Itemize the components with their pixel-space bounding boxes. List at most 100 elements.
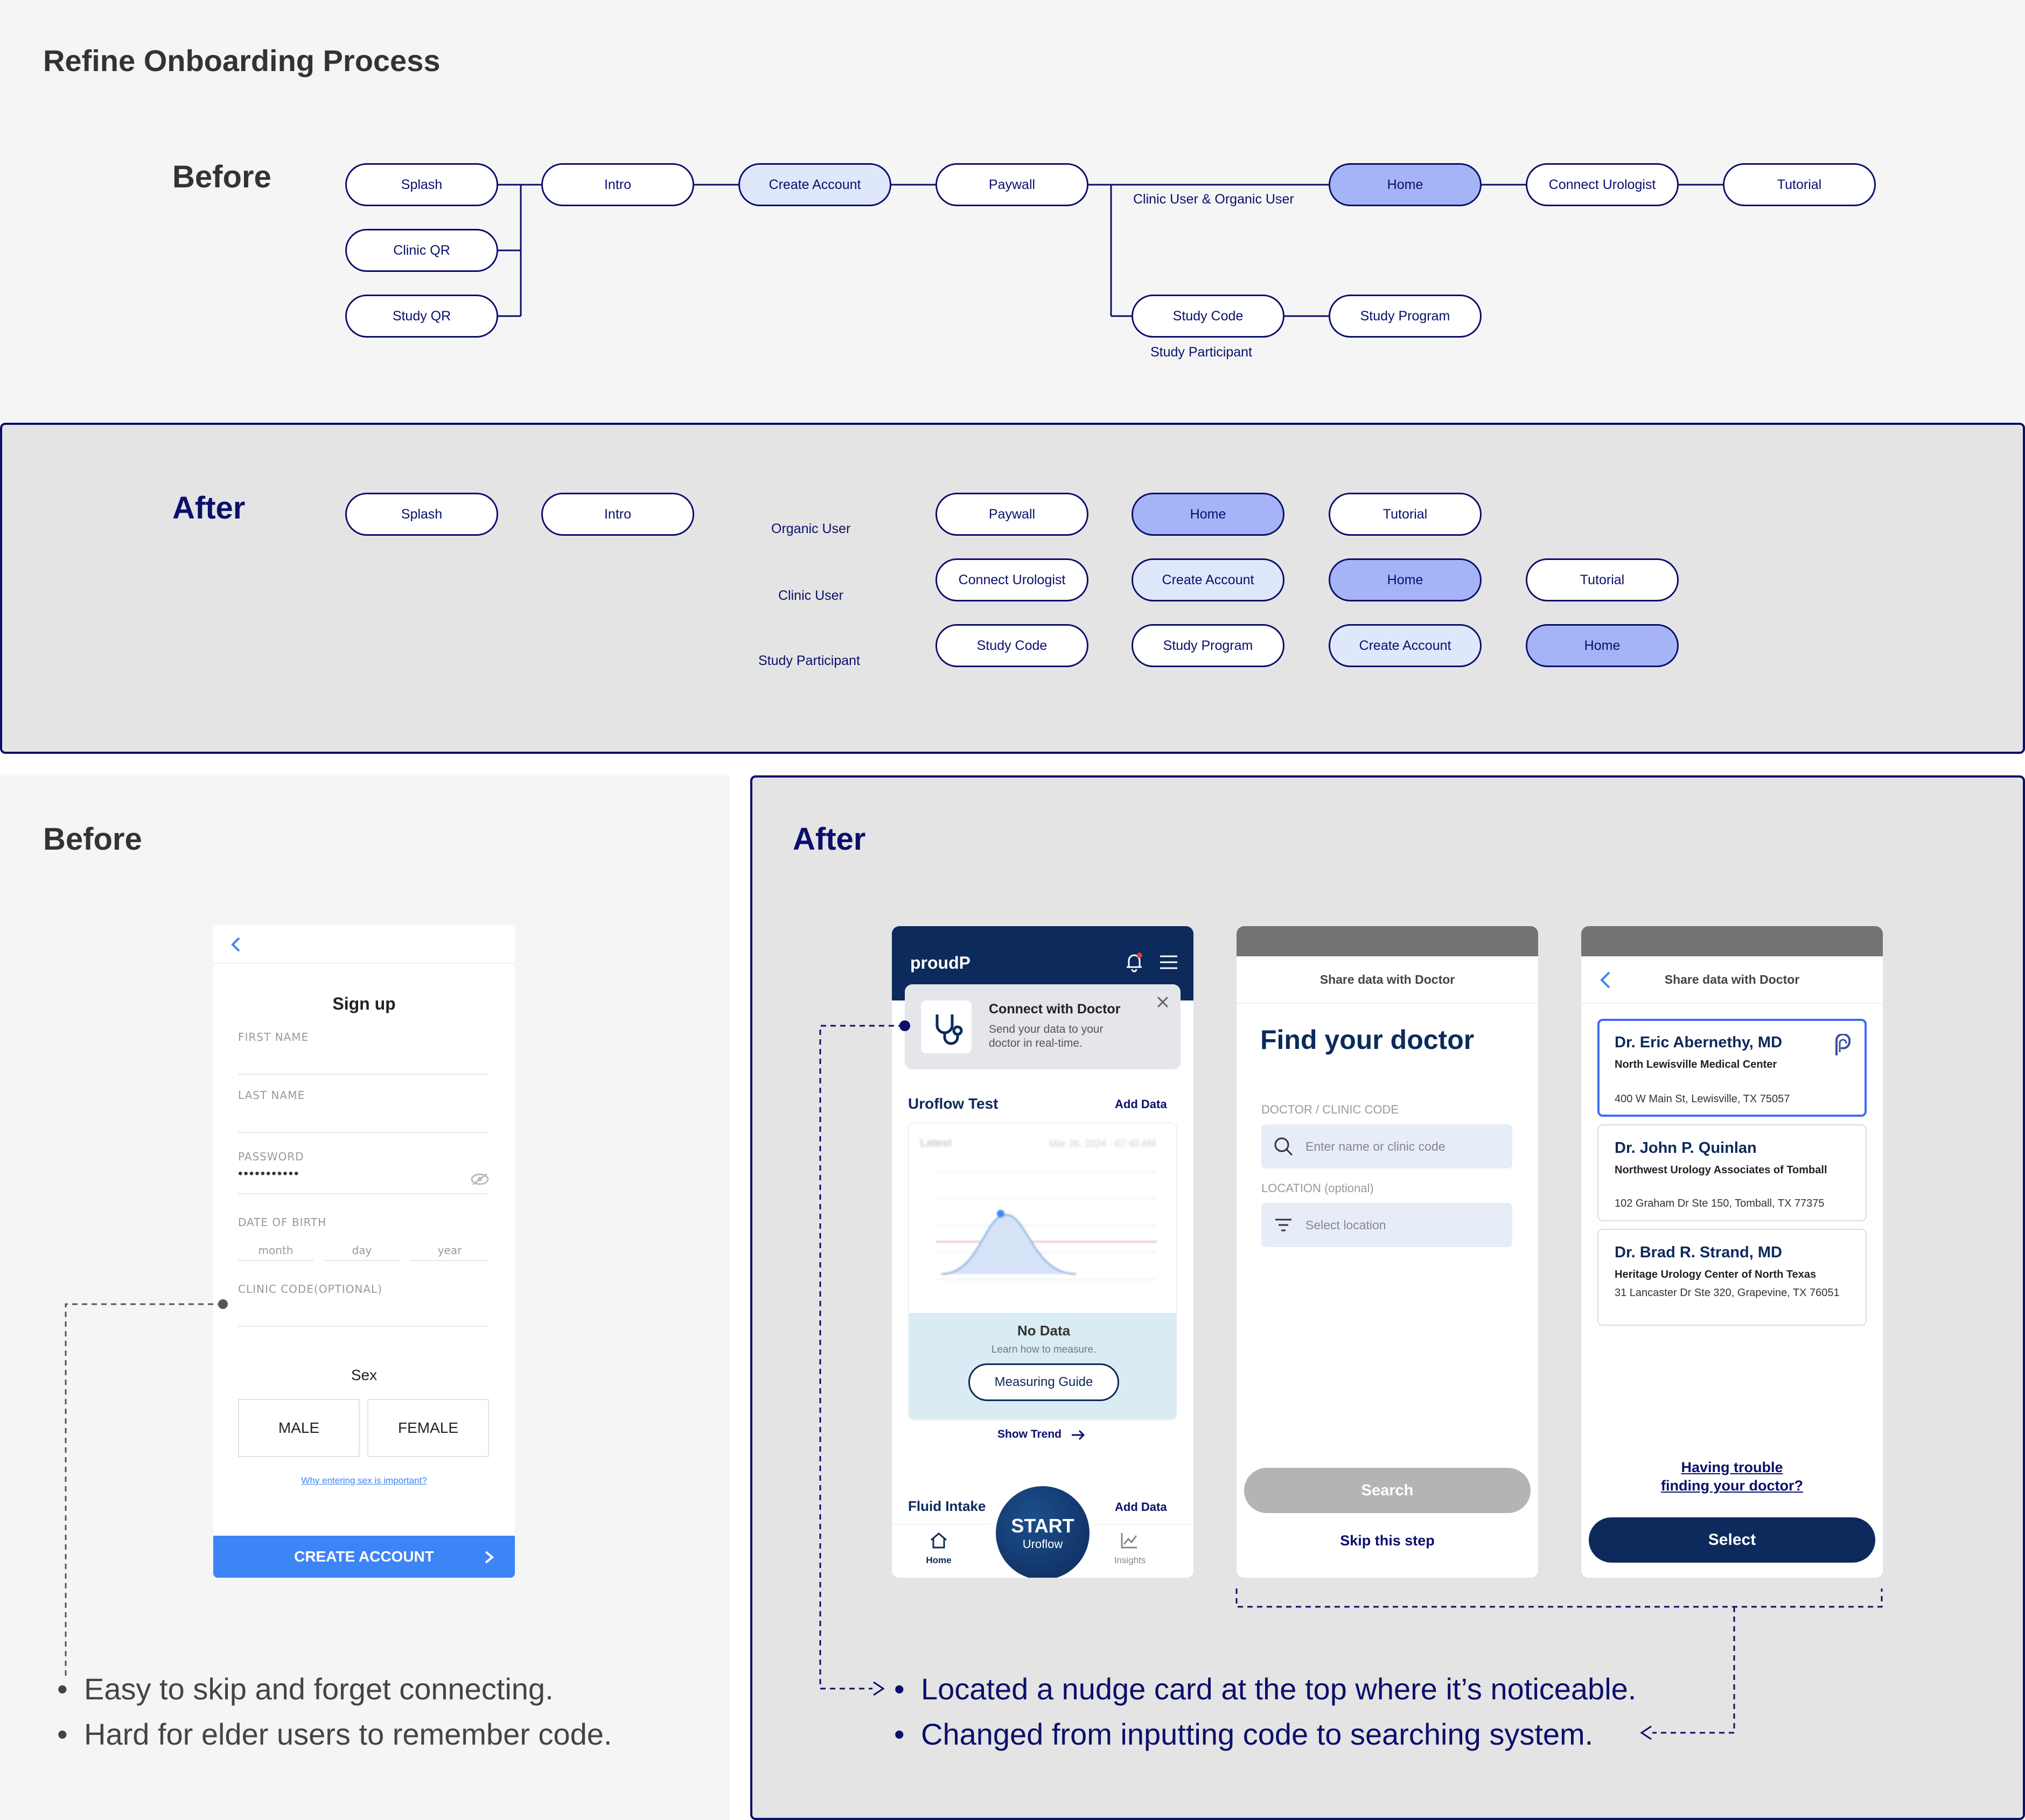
after-node-intro: Intro (541, 493, 694, 536)
page-title: Refine Onboarding Process (43, 44, 441, 78)
menu-icon[interactable] (1159, 954, 1178, 970)
after-bullet-2: •Changed from inputting code to searchin… (894, 1717, 1594, 1751)
trouble-link-1[interactable]: Having trouble (1681, 1459, 1783, 1475)
code-search-input[interactable]: Enter name or clinic code (1261, 1124, 1512, 1168)
add-data-link-2[interactable]: Add Data (1115, 1500, 1167, 1514)
after-ui-heading: After (793, 822, 866, 857)
before-ui-heading: Before (43, 822, 142, 857)
chevron-right-icon (484, 1550, 494, 1565)
password-field[interactable]: ••••••••••• (238, 1166, 300, 1181)
doctor-org-3: Heritage Urology Center of North Texas (1615, 1269, 1817, 1280)
doctor-org-1: North Lewisville Medical Center (1615, 1059, 1777, 1070)
chevron-left-icon[interactable] (1597, 970, 1614, 990)
sex-label: Sex (351, 1367, 378, 1383)
after-node-home-1: Home (1132, 493, 1284, 536)
create-account-button[interactable]: CREATE ACCOUNT (213, 1536, 515, 1578)
before-label-clinic-organic: Clinic User & Organic User (1133, 192, 1294, 207)
doctor-card-2[interactable]: Dr. John P. Quinlan Northwest Urology As… (1597, 1124, 1867, 1221)
measuring-guide-button[interactable]: Measuring Guide (968, 1363, 1119, 1401)
male-button[interactable]: MALE (238, 1399, 360, 1457)
signup-title: Sign up (332, 994, 396, 1013)
close-icon[interactable] (1156, 995, 1170, 1009)
chevron-left-icon[interactable] (226, 934, 248, 955)
after-node-home-2: Home (1329, 558, 1482, 601)
doctor-card-1[interactable]: Dr. Eric Abernethy, MD North Lewisville … (1597, 1019, 1867, 1117)
why-sex-link[interactable]: Why entering sex is important? (301, 1475, 427, 1486)
fluid-intake-title: Fluid Intake (908, 1498, 986, 1514)
select-button[interactable]: Select (1589, 1517, 1875, 1563)
clinic-code-field[interactable] (238, 1298, 489, 1324)
blur-date: Mar 26, 2024 · 07:40 AM (1049, 1138, 1156, 1149)
location-select[interactable]: Select location (1261, 1203, 1512, 1247)
find-title: Find your doctor (1260, 1025, 1475, 1055)
results-header: Share data with Doctor (1581, 956, 1883, 1004)
insights-icon[interactable] (1120, 1531, 1139, 1550)
doctor-name-3: Dr. Brad R. Strand, MD (1615, 1244, 1782, 1261)
find-header: Share data with Doctor (1237, 956, 1538, 1004)
doctor-card-3[interactable]: Dr. Brad R. Strand, MD Heritage Urology … (1597, 1229, 1867, 1326)
nav-home-label[interactable]: Home (926, 1555, 952, 1565)
start-label: START (1011, 1515, 1074, 1537)
signup-screen: Sign up FIRST NAME LAST NAME PASSWORD ••… (213, 925, 515, 1578)
doctor-org-2: Northwest Urology Associates of Tomball (1615, 1164, 1827, 1176)
first-name-field[interactable] (238, 1045, 489, 1074)
before-flow-heading: Before (172, 159, 271, 194)
after-label-clinic: Clinic User (778, 588, 843, 603)
after-node-create-account-3: Create Account (1329, 624, 1482, 667)
after-node-create-account-2: Create Account (1132, 558, 1284, 601)
before-node-clinic-qr: Clinic QR (345, 229, 498, 272)
code-placeholder: Enter name or clinic code (1305, 1139, 1446, 1153)
doctor-addr-3: 31 Lancaster Dr Ste 320, Grapevine, TX 7… (1615, 1287, 1840, 1299)
after-node-connect-urologist: Connect Urologist (935, 558, 1088, 601)
after-node-splash: Splash (345, 493, 498, 536)
doctor-addr-1: 400 W Main St, Lewisville, TX 75057 (1615, 1093, 1790, 1105)
home-icon[interactable] (930, 1531, 948, 1550)
dob-day[interactable]: day (352, 1244, 372, 1257)
nudge-card[interactable]: Connect with Doctor Send your data to yo… (905, 984, 1181, 1069)
add-data-link[interactable]: Add Data (1115, 1097, 1167, 1111)
learn-text: Learn how to measure. (991, 1344, 1097, 1355)
skip-step-link[interactable]: Skip this step (1340, 1532, 1435, 1549)
after-bullets: •Located a nudge card at the top where i… (894, 1667, 1636, 1757)
before-node-study-program: Study Program (1329, 295, 1482, 338)
dob-month[interactable]: month (258, 1244, 294, 1257)
find-doctor-screen: Share data with Doctor Find your doctor … (1237, 926, 1538, 1578)
location-placeholder: Select location (1305, 1218, 1386, 1232)
female-button[interactable]: FEMALE (367, 1399, 489, 1457)
before-bullet-1: •Easy to skip and forget connecting. (57, 1672, 554, 1706)
show-trend-link[interactable]: Show Trend (997, 1428, 1062, 1440)
nav-insights-label[interactable]: Insights (1114, 1555, 1146, 1565)
doctor-name-1: Dr. Eric Abernethy, MD (1615, 1034, 1783, 1051)
bell-icon[interactable] (1125, 952, 1144, 972)
after-bullet-1: •Located a nudge card at the top where i… (894, 1672, 1637, 1706)
app-name: proudP (910, 953, 970, 972)
location-label: LOCATION (optional) (1261, 1181, 1374, 1195)
search-button[interactable]: Search (1244, 1468, 1531, 1513)
after-label-organic: Organic User (771, 521, 851, 536)
last-name-field[interactable] (238, 1103, 489, 1132)
before-node-splash: Splash (345, 163, 498, 206)
before-node-tutorial: Tutorial (1723, 163, 1876, 206)
dob-year[interactable]: year (437, 1244, 462, 1257)
after-node-tutorial-1: Tutorial (1329, 493, 1482, 536)
after-node-paywall: Paywall (935, 493, 1088, 536)
start-uroflow-button[interactable]: START Uroflow (996, 1486, 1090, 1578)
after-node-tutorial-2: Tutorial (1526, 558, 1679, 601)
before-node-connect-urologist: Connect Urologist (1526, 163, 1679, 206)
doctor-name-2: Dr. John P. Quinlan (1615, 1139, 1757, 1157)
nudge-title: Connect with Doctor (989, 1002, 1121, 1017)
trouble-link-2[interactable]: finding your doctor? (1661, 1478, 1803, 1494)
blur-latest: Latest (920, 1137, 952, 1149)
code-label: DOCTOR / CLINIC CODE (1261, 1103, 1399, 1116)
search-icon (1273, 1136, 1294, 1157)
eye-icon[interactable] (471, 1173, 489, 1186)
after-node-study-program: Study Program (1132, 624, 1284, 667)
results-status-bar (1581, 926, 1883, 956)
before-bullet-2: •Hard for elder users to remember code. (57, 1717, 612, 1751)
filter-icon (1274, 1217, 1293, 1233)
before-flow-section (0, 0, 2025, 421)
nudge-body-1: Send your data to your (989, 1023, 1104, 1035)
home-screen: proudP Connect with Doctor Send your dat… (892, 926, 1193, 1578)
before-label-study-participant: Study Participant (1150, 345, 1252, 360)
password-label: PASSWORD (238, 1150, 304, 1163)
